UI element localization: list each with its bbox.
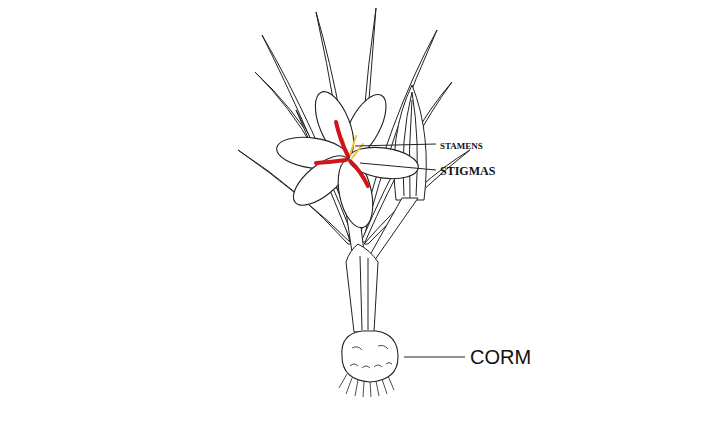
stigma — [316, 160, 346, 163]
stigma — [350, 161, 368, 186]
leaves — [238, 8, 470, 244]
bud-vein — [403, 92, 412, 196]
bud-vein — [409, 100, 412, 198]
label-anchor: STAMENS — [440, 135, 483, 153]
leader-line — [355, 144, 436, 146]
spathe — [346, 244, 378, 332]
bud-stalk — [366, 198, 418, 264]
stem-line — [368, 258, 369, 330]
part-label: CORM — [470, 346, 531, 368]
bud-outline — [394, 85, 426, 200]
stem-line — [360, 256, 362, 330]
stigma — [336, 122, 348, 156]
petals — [275, 87, 421, 231]
petal — [347, 143, 420, 182]
corm-scale — [350, 345, 392, 368]
label-anchor: CORM — [470, 346, 531, 368]
bud — [394, 85, 426, 200]
leader-line — [404, 357, 465, 358]
part-label: STIGMAS — [440, 164, 495, 178]
leader-line — [360, 163, 436, 170]
corm-bulb — [342, 331, 398, 382]
label-anchor: STIGMAS — [440, 161, 495, 179]
part-label: STAMENS — [440, 141, 483, 151]
flower-parts — [316, 122, 368, 186]
corm — [339, 331, 398, 397]
